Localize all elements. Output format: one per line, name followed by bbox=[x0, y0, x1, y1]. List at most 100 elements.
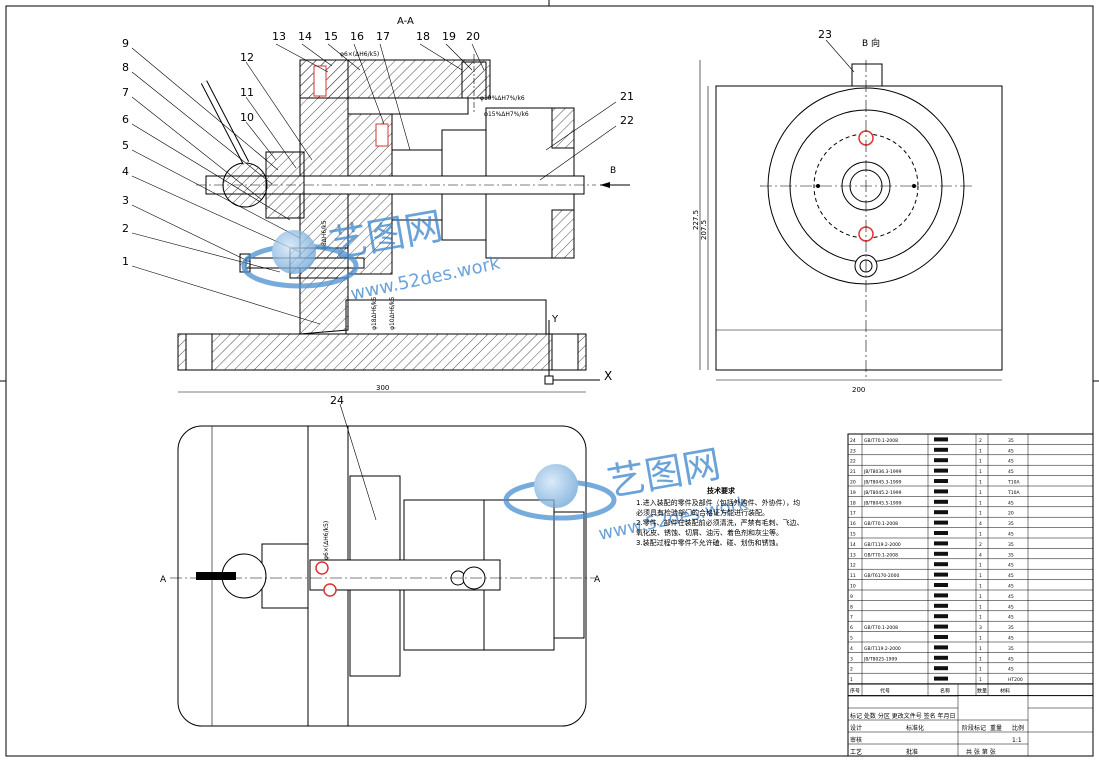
bom-qty: 1 bbox=[979, 646, 982, 652]
bom-mat: 45 bbox=[1008, 615, 1014, 621]
svg-text:20: 20 bbox=[466, 30, 480, 43]
bom-mat: 45 bbox=[1008, 584, 1014, 590]
axis-x-label: X bbox=[604, 369, 612, 383]
dot-left bbox=[816, 184, 820, 188]
bom-no: 2 bbox=[850, 667, 853, 673]
bom-qty: 1 bbox=[979, 469, 982, 475]
tb-approve: 批准 bbox=[906, 748, 918, 756]
bom-qty: 1 bbox=[979, 667, 982, 673]
bom-no: 15 bbox=[850, 532, 856, 538]
bom-qty: 4 bbox=[979, 552, 982, 558]
bom-mat: 45 bbox=[1008, 500, 1014, 506]
bom-code: GB/T6170-2000 bbox=[864, 573, 900, 579]
tb-scale-value: 1:1 bbox=[1012, 737, 1022, 744]
svg-text:10: 10 bbox=[240, 111, 254, 124]
bom-name-bar bbox=[934, 572, 948, 577]
tech-requirements: 技术要求 1.进入装配的零件及部件（包括外购件、外协件），均 必须具有检验部门的… bbox=[636, 486, 806, 548]
bom-no: 9 bbox=[850, 594, 853, 600]
tech-title: 技术要求 bbox=[707, 487, 735, 495]
svg-text:18: 18 bbox=[416, 30, 430, 43]
top-bracket bbox=[299, 59, 491, 99]
bom-mat: 45 bbox=[1008, 459, 1014, 465]
bom-name-bar bbox=[934, 468, 948, 473]
bom-name-bar bbox=[934, 655, 948, 660]
svg-text:15: 15 bbox=[324, 30, 338, 43]
bom-qty: 1 bbox=[979, 511, 982, 517]
flange-hatch-bot bbox=[551, 209, 575, 259]
tech-line: 氧化皮、锈蚀、切屑、油污、着色剂和灰尘等。 bbox=[636, 529, 783, 537]
bom-name-bar bbox=[934, 614, 948, 619]
bom-qty: 1 bbox=[979, 490, 982, 496]
part-24: 24 bbox=[330, 394, 344, 407]
view-arrow-b-head bbox=[600, 182, 610, 188]
svg-text:21: 21 bbox=[620, 90, 634, 103]
svg-text:3: 3 bbox=[122, 194, 129, 207]
bom-mat: 35 bbox=[1008, 646, 1014, 652]
column-body bbox=[299, 59, 349, 335]
svg-text:13: 13 bbox=[272, 30, 286, 43]
disk-bolt-circle bbox=[813, 133, 919, 239]
leader-23 bbox=[825, 39, 855, 73]
bom-mat: T10A bbox=[1007, 490, 1020, 496]
bom-no: 24 bbox=[850, 438, 856, 444]
bom-name-bar bbox=[934, 499, 948, 504]
bom-no: 22 bbox=[850, 459, 856, 465]
view-b: 23 B 向 200 227.5 207.5 bbox=[692, 28, 1003, 394]
bom-qty: 2 bbox=[979, 438, 982, 444]
bom-qty: 1 bbox=[979, 459, 982, 465]
drill-plate bbox=[347, 97, 469, 115]
bom-no: 10 bbox=[850, 584, 856, 590]
bom-no: 11 bbox=[850, 573, 856, 579]
view-b-title: B 向 bbox=[862, 37, 880, 49]
dim-200: 200 bbox=[852, 386, 865, 394]
svg-text:12: 12 bbox=[240, 51, 254, 64]
svg-text:16: 16 bbox=[350, 30, 364, 43]
leader-24 bbox=[339, 403, 377, 521]
bom-no: 8 bbox=[850, 604, 853, 610]
bom-mat: HT200 bbox=[1008, 677, 1023, 683]
handle-lever-inner bbox=[201, 80, 249, 165]
bom-code: GB/T70.1-2008 bbox=[864, 552, 898, 558]
bom-qty: 1 bbox=[979, 480, 982, 486]
fit-top-view: φ6×(ΔH6/k5) bbox=[323, 521, 330, 560]
bom-qty: 1 bbox=[979, 573, 982, 579]
tb-marks: 标记 处数 分区 更改文件号 签名 年月日 bbox=[850, 712, 956, 720]
top-view: A A 24 φ6×(ΔH6/k5) bbox=[160, 394, 601, 727]
bom-header: 材料 bbox=[1000, 688, 1010, 695]
svg-text:14: 14 bbox=[298, 30, 312, 43]
washer bbox=[265, 151, 305, 219]
bom-name-bar bbox=[934, 551, 948, 556]
svg-text:11: 11 bbox=[240, 86, 254, 99]
part-23: 23 bbox=[818, 28, 832, 41]
tb-standard: 标准化 bbox=[906, 724, 924, 732]
bom-header: 序号 bbox=[850, 688, 860, 695]
flange-hatch-top bbox=[551, 107, 575, 149]
fit-phi18: φ18ΔH6/k5 bbox=[371, 296, 378, 330]
bom-name-bar bbox=[934, 479, 948, 483]
bom-header: 代号 bbox=[880, 688, 890, 695]
bom-no: 12 bbox=[850, 563, 856, 569]
bom-qty: 3 bbox=[979, 625, 982, 631]
bom-qty: 1 bbox=[979, 563, 982, 569]
bom-qty: 1 bbox=[979, 500, 982, 506]
bom-mat: 45 bbox=[1008, 469, 1014, 475]
tb-sheet: 共 张 第 张 bbox=[966, 748, 996, 756]
svg-text:2: 2 bbox=[122, 222, 129, 235]
svg-text:1: 1 bbox=[122, 255, 129, 268]
bom-no: 21 bbox=[850, 469, 856, 475]
svg-text:22: 22 bbox=[620, 114, 634, 127]
bom-code: JB/T8025-1999 bbox=[863, 656, 897, 662]
dim-227: 227.5 bbox=[692, 210, 700, 230]
fit-phi15: φ15%ΔH7%/k6 bbox=[484, 111, 529, 118]
top-view-red-hole-1 bbox=[315, 561, 329, 575]
bom-mat: 35 bbox=[1008, 521, 1014, 527]
base-recess bbox=[345, 299, 547, 335]
axis-y-label: Y bbox=[551, 314, 559, 325]
leaders-left bbox=[131, 43, 617, 325]
svg-text:6: 6 bbox=[122, 113, 129, 126]
bom-mat: 45 bbox=[1008, 594, 1014, 600]
bom-name-bar bbox=[934, 624, 948, 629]
svg-text:4: 4 bbox=[122, 165, 129, 178]
bom-code: GB/T119.2-2000 bbox=[864, 646, 901, 652]
bom-qty: 1 bbox=[979, 656, 982, 662]
